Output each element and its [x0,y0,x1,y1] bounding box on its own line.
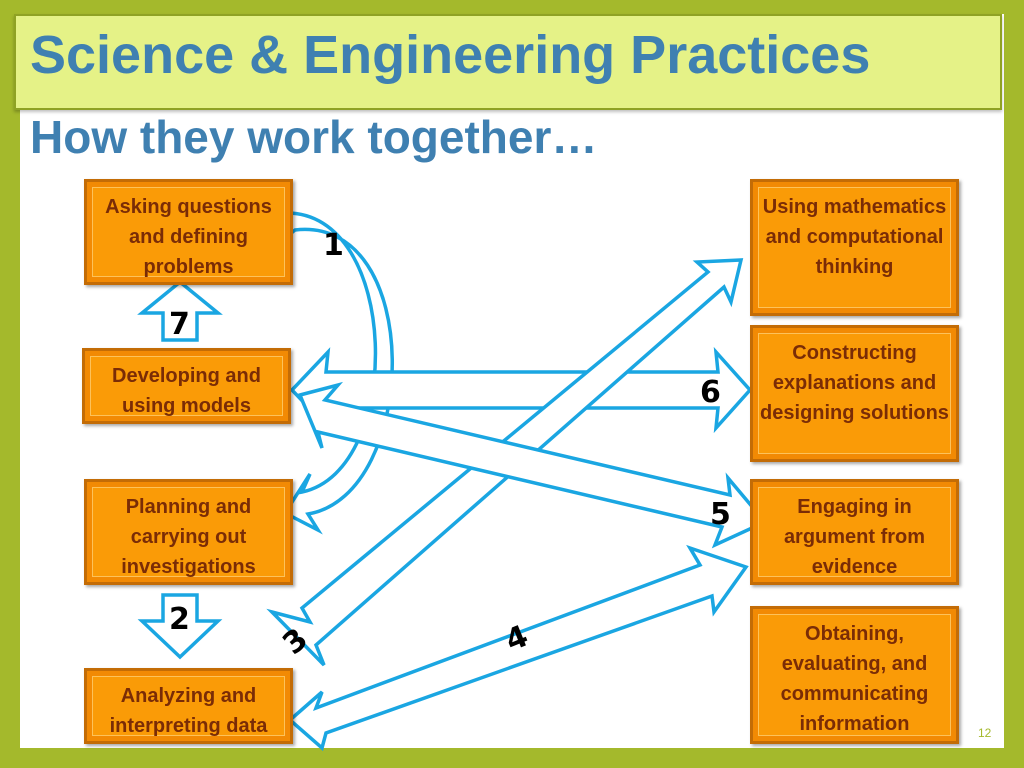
practice-box-obtaining: Obtaining, evaluating, and communicating… [750,606,959,744]
practice-box-argument: Engaging in argument from evidence [750,479,959,585]
practice-label-obtaining: Obtaining, evaluating, and communicating… [758,614,951,736]
practice-label-analyzing: Analyzing and interpreting data [92,676,285,737]
page-title: Science & Engineering Practices [30,25,871,85]
arrow-label-7: 7 [169,307,190,342]
page-subtitle: How they work together… [30,111,598,163]
practice-box-explanations: Constructing explanations and designing … [750,325,959,462]
practice-label-planning: Planning and carrying out investigations [92,487,285,578]
arrow-2 [137,593,223,660]
page-number: 12 [978,726,992,740]
arrow-4 [287,544,749,752]
practice-box-asking: Asking questions and defining problems [84,179,293,285]
arrow-label-2: 2 [169,602,190,637]
practice-label-math: Using mathematics and computational thin… [758,187,951,308]
arrow-7 [137,279,223,342]
arrow-label-1: 1 [323,228,344,263]
arrow-1 [282,211,394,535]
practice-label-asking: Asking questions and defining problems [92,187,285,278]
arrow-label-5: 5 [710,497,731,532]
practice-label-argument: Engaging in argument from evidence [758,487,951,578]
practice-label-models: Developing and using models [90,356,283,417]
practice-box-math: Using mathematics and computational thin… [750,179,959,316]
practice-label-explanations: Constructing explanations and designing … [758,333,951,454]
practice-box-planning: Planning and carrying out investigations [84,479,293,585]
title-bar: Science & Engineering Practices [14,14,1002,110]
arrow-label-6: 6 [700,375,721,410]
practice-box-models: Developing and using models [82,348,291,424]
practice-box-analyzing: Analyzing and interpreting data [84,668,293,744]
